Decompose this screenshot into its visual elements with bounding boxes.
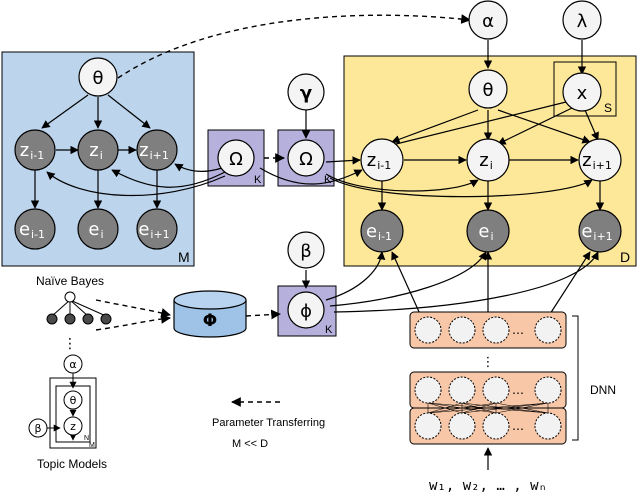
left-z-next-node: zi+1 xyxy=(136,129,178,171)
right-e-next-node: ei+1 xyxy=(578,209,622,253)
right-alpha-node: α xyxy=(468,0,508,40)
dnn-neuron xyxy=(448,412,476,440)
svg-text:ϕ: ϕ xyxy=(300,301,312,322)
omega-box-right-plate: K xyxy=(324,174,332,186)
svg-text:ei+1: ei+1 xyxy=(138,219,169,241)
right-z-cur-node: zi xyxy=(466,138,510,182)
dnn-neuron xyxy=(414,316,442,344)
topic-inner-plate-label: N xyxy=(84,435,89,442)
dnn-label: DNN xyxy=(590,383,616,397)
svg-text:zi: zi xyxy=(89,140,103,162)
dnn-neuron xyxy=(482,376,510,404)
left-theta-node: θ xyxy=(78,57,118,97)
dnn-mid-dots: … xyxy=(512,383,524,397)
dnn-neuron xyxy=(414,412,442,440)
topic-beta: β xyxy=(34,422,41,435)
dnn-neuron xyxy=(482,316,510,344)
topic-model-graph xyxy=(28,354,97,449)
topic-models-label: Topic Models xyxy=(37,457,107,471)
svg-text:zi-1: zi-1 xyxy=(367,150,391,172)
dnn-neuron xyxy=(448,316,476,344)
svg-text:ei: ei xyxy=(88,219,103,241)
right-e-cur-node: ei xyxy=(466,209,510,253)
omega-right-node: Ω xyxy=(287,139,325,177)
dnn-top-dots: … xyxy=(512,323,524,337)
svg-text:Φ: Φ xyxy=(203,311,217,331)
phi-cylinder: Φ xyxy=(173,290,247,338)
left-z-cur-node: zi xyxy=(77,129,119,171)
svg-text:ei+1: ei+1 xyxy=(581,221,612,243)
dnn-connection xyxy=(461,402,549,414)
topic-theta: θ xyxy=(70,394,77,407)
phi-node: ϕ xyxy=(287,291,325,329)
legend-m-less-than-d: M << D xyxy=(232,438,268,450)
x-plate-label: S xyxy=(604,101,612,115)
naive-bayes-graph xyxy=(46,291,112,325)
right-z-prev-node: zi-1 xyxy=(360,138,404,182)
dnn-connection xyxy=(427,402,549,414)
dnn-connection xyxy=(495,402,549,414)
phi-box-plate: K xyxy=(325,324,333,336)
left-model-edges xyxy=(30,94,226,209)
dnn-neuron xyxy=(414,376,442,404)
dnn-bottom-dots: … xyxy=(512,419,524,433)
svg-text:zi: zi xyxy=(479,150,493,172)
svg-text:γ: γ xyxy=(300,83,312,104)
topic-alpha: α xyxy=(69,358,76,371)
topic-z: z xyxy=(70,420,76,433)
dnn-neuron xyxy=(534,376,562,404)
left-e-cur-node: ei xyxy=(77,208,119,250)
right-z-next-node: zi+1 xyxy=(578,138,622,182)
dnn-vertical-dots: ⋮ xyxy=(482,355,495,370)
svg-text:β: β xyxy=(300,241,312,262)
input-words: w₁, w₂, … , wₙ xyxy=(429,478,547,494)
svg-text:ei-1: ei-1 xyxy=(366,221,392,243)
beta-node: β xyxy=(287,231,325,269)
svg-text:Ω: Ω xyxy=(229,149,243,170)
left-e-next-node: ei+1 xyxy=(136,208,178,250)
svg-text:Ω: Ω xyxy=(299,149,313,170)
svg-text:θ: θ xyxy=(92,68,103,89)
legend-parameter-transferring: Parameter Transferring xyxy=(212,417,325,429)
dnn-neuron xyxy=(534,412,562,440)
svg-text:ei-1: ei-1 xyxy=(19,219,45,241)
left-e-prev-node: ei-1 xyxy=(14,208,56,250)
dnn-neuron xyxy=(448,376,476,404)
gamma-node: γ xyxy=(287,73,325,111)
right-lambda-node: λ xyxy=(562,0,602,40)
svg-text:λ: λ xyxy=(577,11,588,32)
svg-text:α: α xyxy=(482,11,494,32)
left-model-plate-label: M xyxy=(178,249,190,265)
right-e-prev-node: ei-1 xyxy=(360,209,404,253)
dnn-connection xyxy=(427,402,497,414)
omega-box-left-plate: K xyxy=(254,174,262,186)
x-plate xyxy=(553,61,617,117)
right-model-edges xyxy=(259,40,605,289)
dnn-neuron xyxy=(534,316,562,344)
dashed-transfer-edges xyxy=(95,14,471,407)
svg-text:x: x xyxy=(577,83,588,104)
dnn-block xyxy=(409,311,579,445)
naive-bayes-label: Naïve Bayes xyxy=(36,274,104,288)
topic-outer-plate-label: M xyxy=(89,442,95,449)
dnn-connection xyxy=(461,402,497,414)
naive-bayes-ellipsis: ⋮ xyxy=(63,336,77,352)
phi-dnn-edges xyxy=(325,251,599,470)
omega-left-node: Ω xyxy=(217,139,255,177)
svg-text:zi-1: zi-1 xyxy=(20,140,44,162)
svg-text:zi+1: zi+1 xyxy=(582,150,612,172)
left-z-prev-node: zi-1 xyxy=(14,129,56,171)
right-x-node: x xyxy=(562,72,602,112)
svg-text:zi+1: zi+1 xyxy=(139,140,169,162)
right-theta-node: θ xyxy=(468,69,508,109)
dnn-neuron xyxy=(482,412,510,440)
dnn-connection xyxy=(427,402,463,414)
svg-text:θ: θ xyxy=(482,80,493,101)
svg-text:ei: ei xyxy=(478,221,493,243)
right-model-plate-label: D xyxy=(620,249,630,265)
